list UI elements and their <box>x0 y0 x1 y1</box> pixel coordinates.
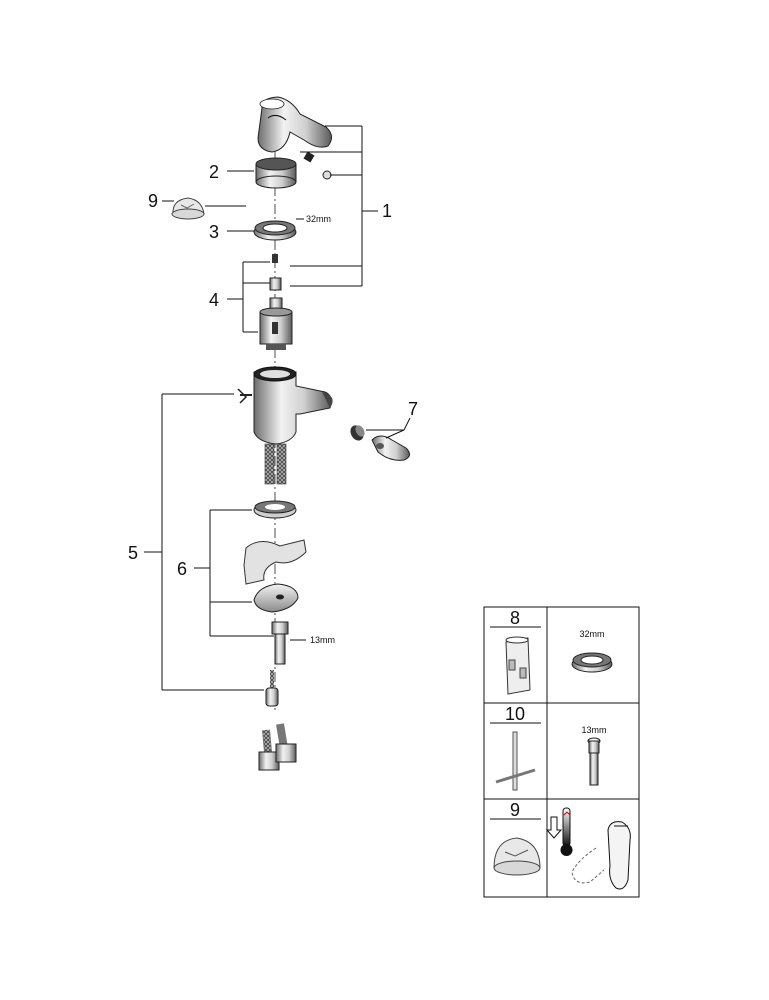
service-cap-icon <box>493 837 541 876</box>
mixer-body <box>237 366 333 445</box>
label-part-1: 1 <box>382 201 392 221</box>
label-part-5: 5 <box>128 543 138 563</box>
threaded-rod <box>271 621 289 665</box>
label-part-2: 2 <box>209 162 219 182</box>
label-part-7: 7 <box>408 399 418 419</box>
hex-key-tool <box>495 731 536 791</box>
grub-screw <box>303 151 315 163</box>
tool-number-8: 8 <box>510 608 520 628</box>
fixing-ring <box>253 500 297 519</box>
dimension-13mm: 13mm <box>310 635 335 645</box>
spray-aerator <box>350 425 410 461</box>
cartridge-screw <box>272 254 278 263</box>
down-arrow-icon <box>545 816 563 839</box>
socket-tool <box>505 636 531 695</box>
lever-position-icon <box>571 821 631 890</box>
pop-up-rod <box>265 670 279 707</box>
label-part-6: 6 <box>177 559 187 579</box>
service-cap-left <box>171 197 205 220</box>
tool-dimension-32mm: 32mm <box>579 629 604 639</box>
flexible-hose-upper <box>264 443 287 485</box>
label-part-3: 3 <box>209 222 219 242</box>
cover-ring <box>255 157 297 189</box>
lever-handle <box>257 96 332 153</box>
hot-water-temperature-icon <box>560 807 573 856</box>
handle-cap <box>322 170 332 180</box>
cartridge-adapter <box>269 277 282 291</box>
cap-nut <box>253 220 297 241</box>
tool-dimension-13mm: 13mm <box>581 725 606 735</box>
fixing-plate <box>253 583 299 613</box>
label-part-4: 4 <box>209 290 219 310</box>
half-gasket <box>243 539 307 585</box>
tool-number-10: 10 <box>505 704 525 724</box>
nut-32mm-icon <box>571 652 613 673</box>
tool-number-9: 9 <box>510 800 520 820</box>
leader-lines <box>144 125 411 691</box>
label-part-9: 9 <box>148 191 158 211</box>
hex-bolt-13mm-icon <box>587 737 601 786</box>
cartridge <box>259 297 293 350</box>
dimension-32mm: 32mm <box>306 214 331 224</box>
flexible-hoses <box>258 723 297 771</box>
